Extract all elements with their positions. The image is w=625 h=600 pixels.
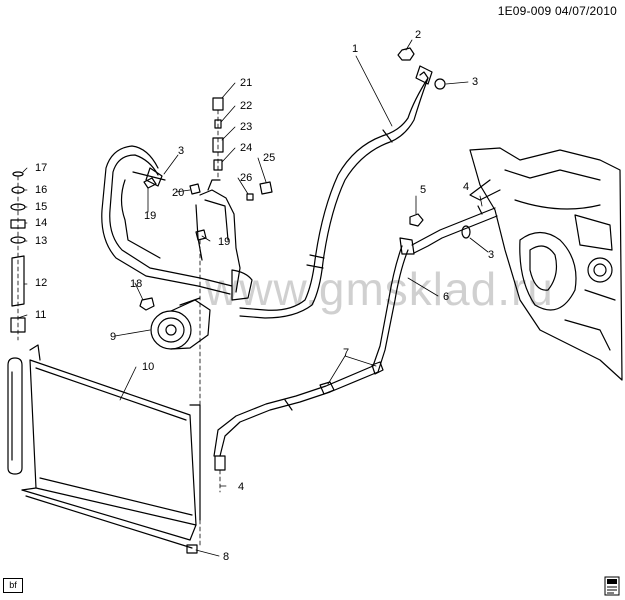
callout-13: 13 (35, 235, 47, 247)
callout-12: 12 (35, 277, 47, 289)
callout-24: 24 (240, 142, 252, 154)
callout-23: 23 (240, 121, 252, 133)
valve-22 (214, 119, 222, 129)
diagram-code: 1E09-009 (497, 4, 552, 18)
seal-19-right (195, 229, 207, 241)
cap-21 (212, 97, 224, 111)
callout-5: 5 (420, 184, 426, 196)
fitting-18 (139, 297, 155, 311)
seal-ring-3-right (461, 225, 471, 239)
bolt-8 (186, 544, 198, 554)
clip-7a (319, 381, 335, 395)
callout-2: 2 (415, 29, 421, 41)
seal-19-left (143, 177, 157, 189)
callout-3: 3 (178, 145, 184, 157)
valve-23 (212, 137, 224, 153)
seal-26 (246, 193, 254, 201)
valve-20 (189, 183, 201, 195)
callout-19: 19 (144, 210, 156, 222)
callout-17: 17 (35, 162, 47, 174)
liquid-line-6 (213, 207, 498, 471)
seal-24 (213, 159, 223, 171)
suction-hose-1 (239, 65, 433, 319)
callout-9: 9 (110, 331, 116, 343)
callout-3: 3 (472, 76, 478, 88)
callout-16: 16 (35, 184, 47, 196)
document-icon (604, 576, 620, 596)
callout-22: 22 (240, 100, 252, 112)
seal-ring-3-top (434, 78, 446, 90)
compressor-hoses (101, 145, 253, 301)
compressor-9 (150, 297, 211, 350)
diagram-header: 1E09-009 04/07/2010 (498, 4, 617, 18)
nut-5 (409, 213, 424, 227)
diagram-date: 04/07/2010 (554, 4, 617, 18)
callout-8: 8 (223, 551, 229, 563)
callout-7: 7 (343, 347, 349, 359)
callout-labels: 1233344567891011121314151617181919202122… (35, 29, 494, 563)
callout-15: 15 (35, 201, 47, 213)
callout-4: 4 (463, 181, 469, 193)
callout-21: 21 (240, 77, 252, 89)
callout-14: 14 (35, 217, 47, 229)
nut-2 (397, 47, 415, 61)
callout-11: 11 (35, 309, 46, 321)
seal-stack (10, 171, 26, 333)
receiver-dryer (7, 357, 23, 475)
callout-19: 19 (218, 236, 230, 248)
clip-7b (371, 361, 384, 375)
condenser-10 (21, 344, 201, 549)
callout-25: 25 (263, 152, 275, 164)
firewall-panel (469, 147, 623, 381)
callout-26: 26 (240, 172, 252, 184)
callout-6: 6 (443, 291, 449, 303)
valve-4-right (477, 205, 483, 215)
switch-25 (259, 181, 273, 195)
assembly-centerlines (17, 109, 221, 546)
callout-4: 4 (238, 481, 244, 493)
callout-20: 20 (172, 187, 184, 199)
callout-10: 10 (142, 361, 154, 373)
callout-leaders (17, 39, 489, 557)
watermark: www.gmsklad.ru (205, 263, 554, 315)
callout-18: 18 (130, 278, 142, 290)
callout-3: 3 (488, 249, 494, 261)
footer-tag: bf (3, 578, 23, 593)
callout-1: 1 (352, 43, 358, 55)
